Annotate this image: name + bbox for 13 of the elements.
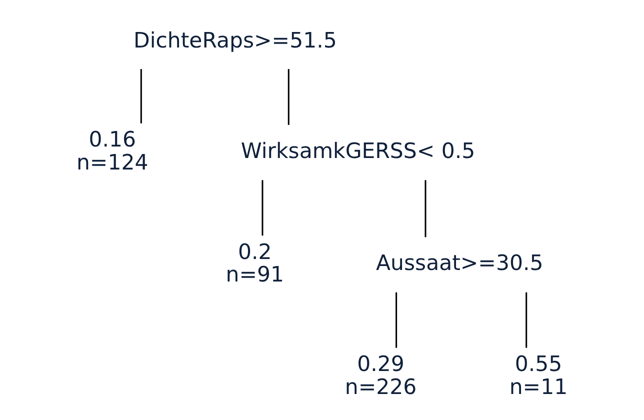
- node-text: WirksamkGERSS< 0.5: [240, 138, 476, 164]
- connector: [424, 180, 426, 238]
- node-text: Aussaat>=30.5: [376, 251, 544, 276]
- node-text: 0.29 n=226: [344, 352, 417, 400]
- connector: [140, 69, 142, 124]
- connector: [262, 180, 264, 236]
- node-text: DichteRaps>=51.5: [134, 28, 337, 54]
- connector: [526, 292, 528, 348]
- node-text: 0.55 n=11: [509, 352, 568, 400]
- connector: [288, 69, 290, 125]
- connector: [396, 292, 398, 348]
- node-text: 0.16 n=124: [76, 128, 148, 176]
- node-text: 0.2 n=91: [226, 240, 284, 288]
